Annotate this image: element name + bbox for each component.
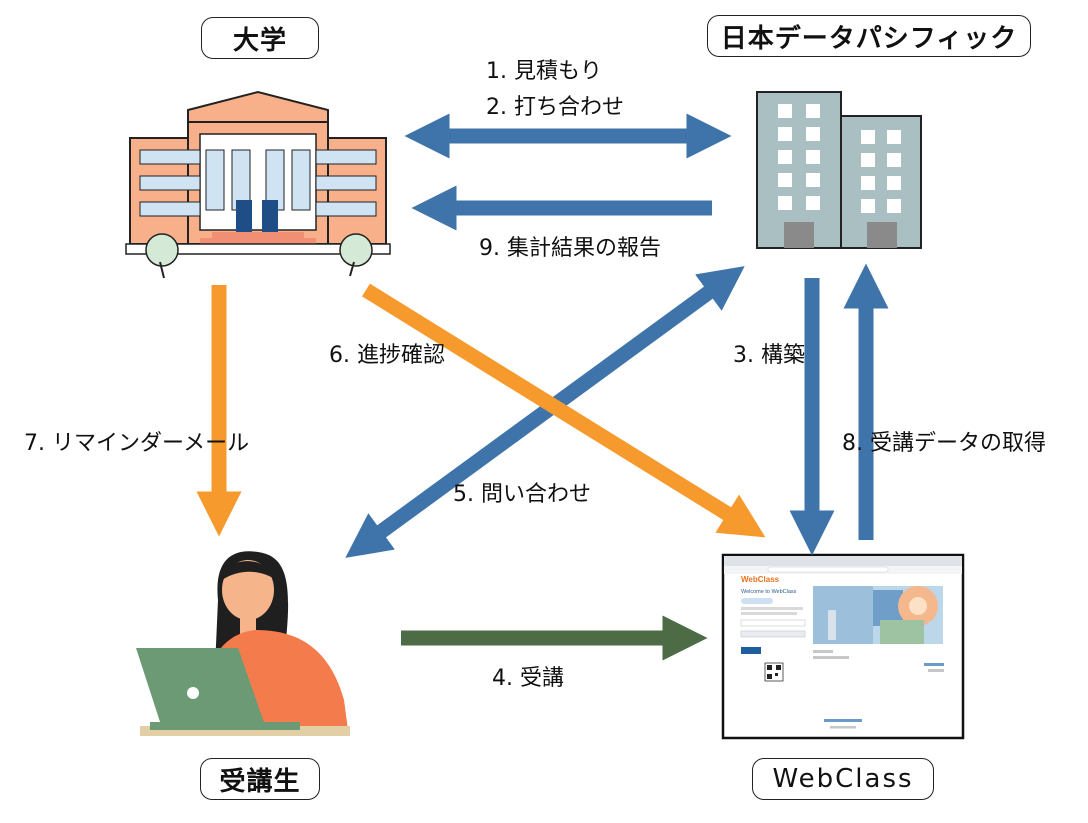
arrow-progress-check: [362, 283, 766, 538]
webclass-label: WebClass: [752, 758, 934, 800]
step-4-label: 4. 受講: [492, 666, 564, 691]
office-building-icon: [756, 91, 922, 249]
webclass-welcome: Welcome to WebClass: [741, 589, 797, 595]
step-1-label: 1. 見積もり: [486, 59, 602, 84]
step-8-label: 8. 受講データの取得: [842, 431, 1046, 456]
company-label: 日本データパシフィック: [707, 15, 1031, 57]
student-icon: [136, 551, 350, 736]
university-label: 大学: [201, 17, 319, 59]
step-2-label: 2. 打ち合わせ: [486, 95, 624, 120]
university-building-icon: [125, 90, 391, 279]
webclass-brand: WebClass: [741, 575, 780, 584]
student-label: 受講生: [200, 758, 320, 800]
webclass-screenshot: WebClass Welcome to WebClass: [721, 553, 965, 740]
step-6-label: 6. 進捗確認: [329, 343, 445, 368]
step-5-label: 5. 問い合わせ: [453, 482, 591, 507]
step-9-label: 9. 集計結果の報告: [479, 236, 661, 261]
step-7-label: 7. リマインダーメール: [24, 431, 250, 456]
arrow-inquiry: [345, 266, 745, 558]
step-3-label: 3. 構築: [733, 343, 805, 368]
